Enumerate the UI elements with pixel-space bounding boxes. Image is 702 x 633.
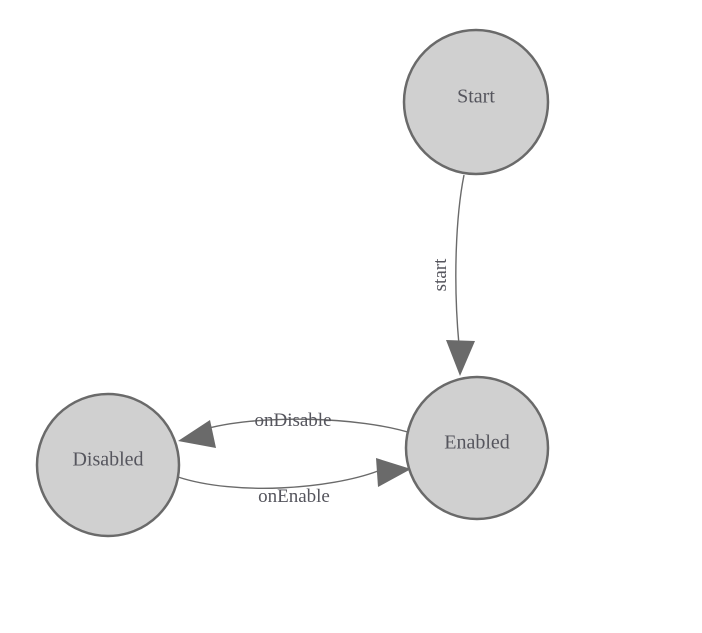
node-disabled-label: Disabled [72, 449, 143, 471]
node-start-circle [402, 28, 550, 176]
edge-disabled-to-enabled[interactable] [177, 458, 411, 489]
node-start-label: Start [457, 86, 495, 108]
edge-start-to-enabled-path [455, 174, 465, 346]
edge-label-on-enable: onEnable [258, 486, 330, 507]
node-disabled[interactable]: Disabled [35, 392, 181, 538]
edge-disabled-to-enabled-arrowhead [376, 458, 411, 487]
edge-enabled-to-disabled[interactable] [178, 418, 415, 448]
edge-enabled-to-disabled-arrowhead [178, 420, 216, 448]
edge-disabled-to-enabled-path [177, 470, 379, 489]
node-enabled[interactable]: Enabled [404, 375, 550, 521]
edge-label-start: start [430, 258, 451, 291]
node-disabled-circle [35, 392, 181, 538]
edge-start-to-enabled[interactable] [446, 174, 475, 376]
edge-label-on-disable: onDisable [254, 410, 331, 431]
edge-enabled-to-disabled-path [201, 418, 415, 435]
edge-start-to-enabled-arrowhead [446, 340, 475, 376]
node-start[interactable]: Start [402, 28, 550, 176]
node-enabled-circle [404, 375, 550, 521]
node-enabled-label: Enabled [444, 432, 510, 454]
